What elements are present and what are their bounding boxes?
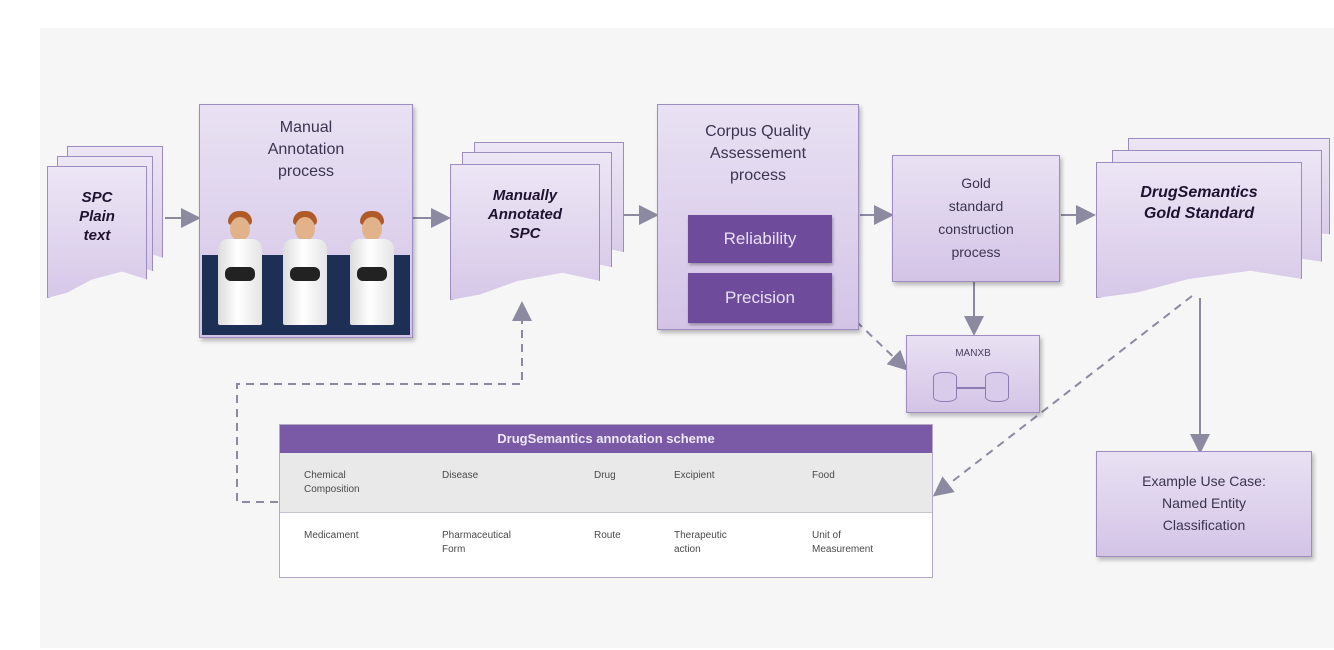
entity-cell: Drug [594,470,616,481]
annotator-person-icon [215,209,265,329]
corpus-quality-title: Corpus Quality Assessement process [705,123,811,184]
entity-cell: Therapeutic action [674,530,727,555]
annotation-scheme-table: DrugSemantics annotation scheme Chemical… [279,424,933,578]
entity-cell: Unit of Measurement [812,530,874,555]
annotator-person-icon [347,209,397,329]
entity-cell: Chemical Composition [304,470,360,495]
entity-cell: Pharmaceutical Form [442,530,511,555]
database-cylinder-icon [985,372,1009,402]
gold-construction-title: Gold standard construction process [938,175,1014,260]
database-link-line [957,387,985,389]
gold-construction-box: Gold standard construction process [892,155,1060,282]
use-case-title: Example Use Case: Named Entity Classific… [1142,473,1266,533]
entity-cell: Excipient [674,470,715,481]
manually-annotated-spc-doc: Manually Annotated SPC [448,142,626,302]
use-case-box: Example Use Case: Named Entity Classific… [1096,451,1312,557]
entity-cell: Route [594,530,621,541]
manual-annotation-title: Manual Annotation process [267,119,345,180]
annotator-person-icon [280,209,330,329]
entity-cell: Medicament [304,530,359,541]
spc-plain-text-label: SPC Plain text [79,189,115,244]
manual-annotation-box: Manual Annotation process [199,104,413,338]
gold-standard-doc: DrugSemantics Gold Standard [1094,138,1330,300]
spc-plain-text-doc: SPC Plain text [45,146,165,298]
database-label: MANXB [955,348,991,359]
database-cylinder-icon [933,372,957,402]
corpus-quality-box: Corpus Quality Assessement process Relia… [657,104,859,330]
table-row: Medicament Pharmaceutical Form Route The… [280,513,932,577]
reliability-box: Reliability [688,215,832,263]
table-row: Chemical Composition Disease Drug Excipi… [280,453,932,513]
precision-box: Precision [688,273,832,323]
manually-annotated-spc-label: Manually Annotated SPC [487,187,563,242]
annotation-scheme-title: DrugSemantics annotation scheme [280,425,932,453]
entity-cell: Food [812,470,835,481]
gold-standard-label: DrugSemantics Gold Standard [1140,184,1258,222]
entity-cell: Disease [442,470,479,481]
database-box: MANXB [906,335,1040,413]
